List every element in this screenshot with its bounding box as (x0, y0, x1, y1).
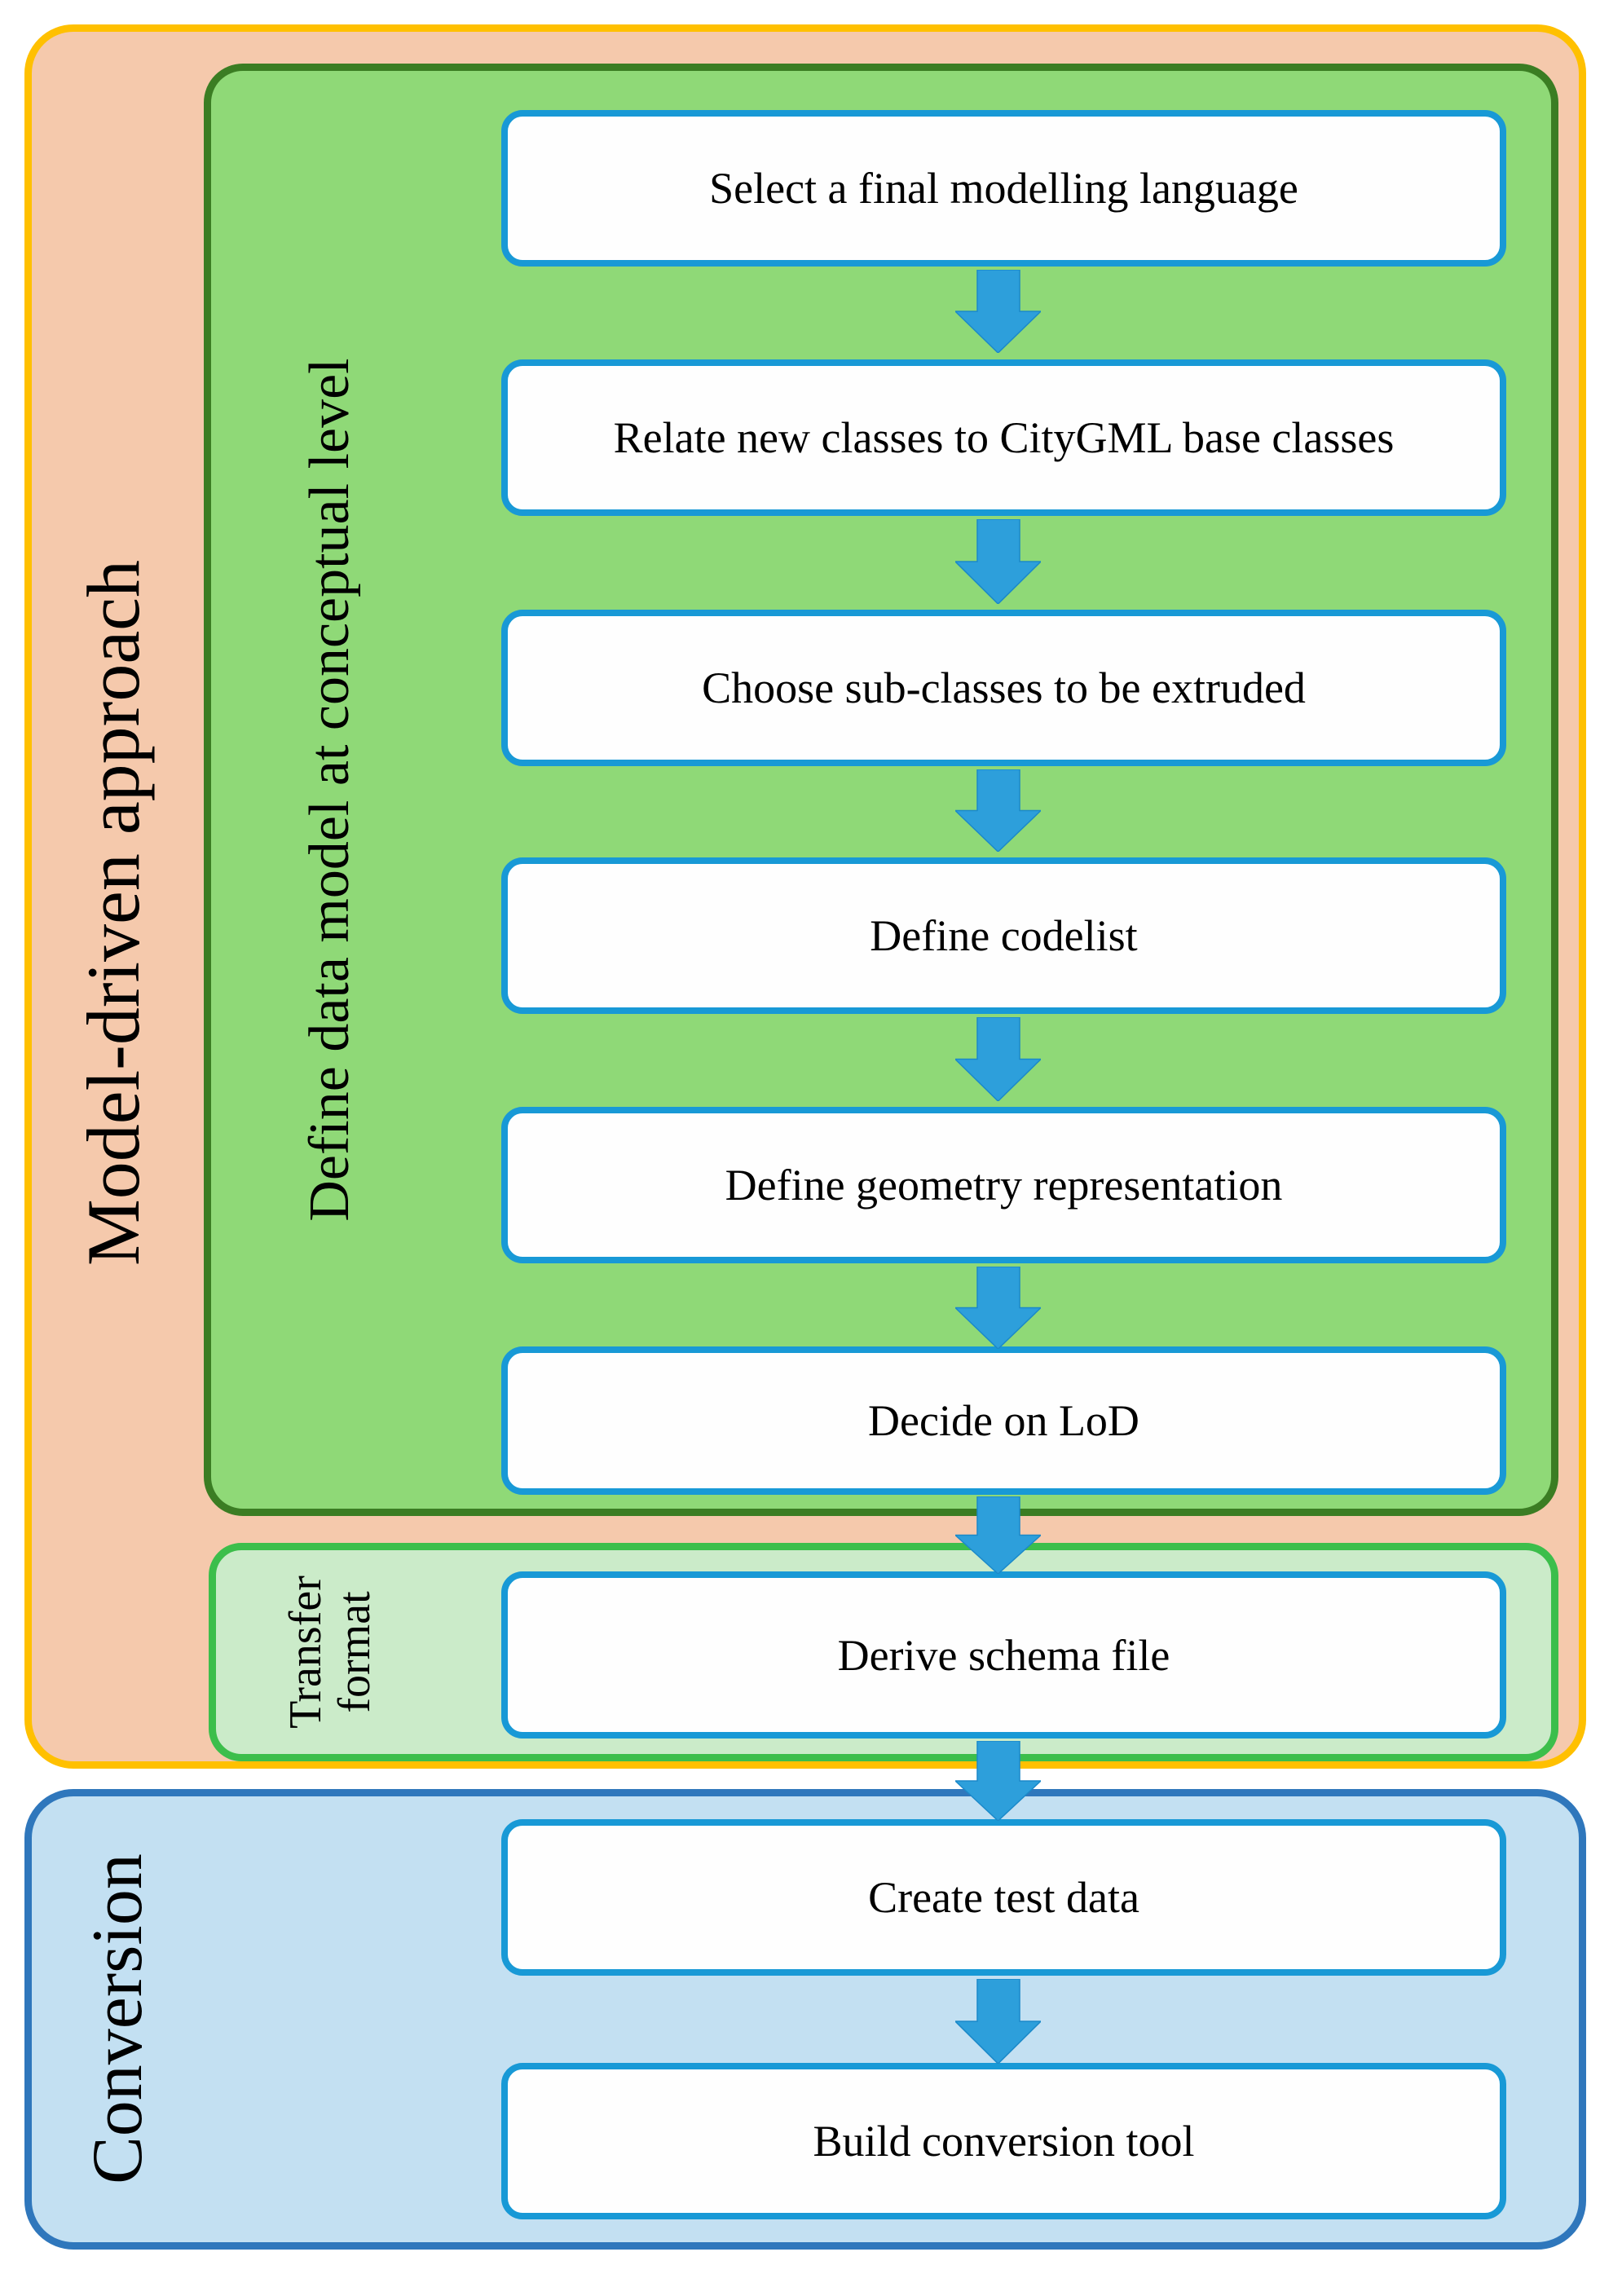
arrow-down-icon (955, 1979, 1041, 2064)
arrow-down-icon (955, 769, 1041, 852)
step-box-relate-new-classes: Relate new classes to CityGML base class… (501, 359, 1506, 516)
section-label-model-driven-approach: Model-driven approach (72, 560, 156, 1267)
section-label-transfer-format: Transfer format (269, 1481, 391, 1823)
section-conceptual-level (204, 64, 1558, 1516)
section-label-conversion: Conversion (78, 1853, 158, 2184)
arrow-down-icon (955, 1267, 1041, 1349)
step-box-define-codelist: Define codelist (501, 857, 1506, 1014)
step-box-build-conversion-tool: Build conversion tool (501, 2063, 1506, 2219)
arrow-down-icon (955, 1496, 1041, 1574)
step-box-create-test-data: Create test data (501, 1819, 1506, 1976)
step-box-define-geometry-representation: Define geometry representation (501, 1107, 1506, 1263)
step-box-choose-subclasses: Choose sub-classes to be extruded (501, 610, 1506, 766)
step-box-derive-schema-file: Derive schema file (501, 1571, 1506, 1739)
arrow-down-icon (955, 519, 1041, 604)
arrow-down-icon (955, 1017, 1041, 1101)
step-box-select-modelling-language: Select a final modelling language (501, 110, 1506, 267)
section-label-conceptual-level: Define data model at conceptual level (298, 358, 362, 1222)
arrow-down-icon (955, 270, 1041, 353)
transfer-format-label-line2: format (329, 1591, 380, 1713)
transfer-format-label-line1: Transfer (280, 1575, 331, 1729)
arrow-down-icon (955, 1741, 1041, 1821)
step-box-decide-on-lod: Decide on LoD (501, 1346, 1506, 1495)
